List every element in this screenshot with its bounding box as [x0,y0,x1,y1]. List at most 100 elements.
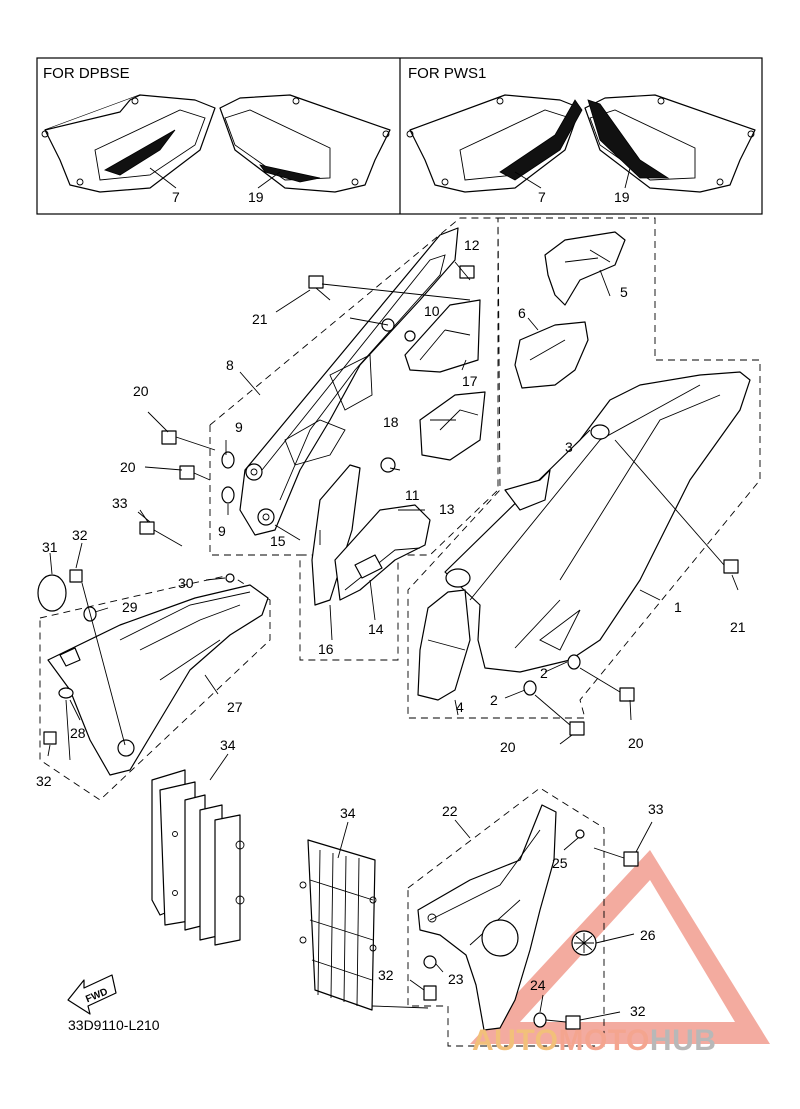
callout-32-b: 32 [36,773,52,789]
callout-19-pws1: 19 [614,189,630,205]
watermark-part-moto: MOTO [558,1024,650,1057]
emblem-26-icon [571,930,597,956]
callout-32-d: 32 [630,1003,646,1019]
radiator-louver-left [151,753,245,946]
callout-4: 4 [456,699,464,715]
bolt-20-c [579,667,635,702]
callout-10: 10 [424,303,440,319]
callout-19-dpbse: 19 [248,189,264,205]
watermark-text: AUTOMOTOHUB [472,1024,716,1058]
callout-13: 13 [439,501,455,517]
air-scoop-27 [47,584,269,776]
callout-32-a: 32 [72,527,88,543]
panel-17 [404,299,481,373]
variant-title-pws1: FOR PWS1 [408,65,486,82]
callout-25: 25 [552,855,568,871]
pws1-left-shroud [406,94,583,193]
grommet-11 [380,457,396,473]
pws1-right-shroud [584,94,756,193]
callout-2-b: 2 [490,692,498,708]
callout-20-b: 20 [120,459,136,475]
callout-23: 23 [448,971,464,987]
callout-33-lower: 33 [648,801,664,817]
callout-20-c: 20 [628,735,644,751]
shroud-22 [417,804,557,1031]
side-cover-left [239,227,459,536]
callout-29: 29 [122,599,138,615]
bolt-32-upper [69,569,83,583]
callout-9-a: 9 [235,419,243,435]
bolt-21-right [614,439,739,574]
side-cover-right [444,371,751,673]
callout-9-b: 9 [218,523,226,539]
callout-21-upper: 21 [252,311,268,327]
panel-5 [544,231,626,306]
bolt-32-right [545,1015,581,1030]
callout-34-b: 34 [340,805,356,821]
collar-23 [423,955,437,969]
bolt-32-lower [43,731,57,745]
callout-34-a: 34 [220,737,236,753]
callout-28: 28 [70,725,86,741]
callout-6: 6 [518,305,526,321]
callout-1: 1 [674,599,682,615]
panel-4 [417,589,471,701]
callout-20-d: 20 [500,739,516,755]
callout-20-a: 20 [133,383,149,399]
left-cover-group [137,217,499,661]
watermark-part-hub: HUB [649,1024,717,1057]
bolt-12 [459,265,475,279]
fwd-arrow-icon: FWD [67,974,117,1015]
callout-26: 26 [640,927,656,943]
callout-30: 30 [178,575,194,591]
callout-32-c: 32 [378,967,394,983]
callout-12: 12 [464,237,480,253]
collar-28 [58,687,74,699]
callout-2-a: 2 [540,665,548,681]
callout-21-right: 21 [730,619,746,635]
bolt-33-lower [593,847,639,867]
bolt-33-upper [139,521,183,547]
washers-2 [523,654,581,696]
callout-7-pws1: 7 [538,189,546,205]
lower-shroud-group [407,787,653,1047]
callout-16: 16 [318,641,334,657]
callout-numbers: 12 21 10 5 6 8 17 20 18 9 3 20 11 33 13 … [36,237,746,1019]
bolt-20-b [179,465,211,481]
radiator-louver-right [299,821,429,1011]
callout-14: 14 [368,621,384,637]
callout-22: 22 [442,803,458,819]
bolt-21-upper [308,275,331,301]
dpbse-right-shroud [219,94,391,193]
emblem-31 [37,574,67,612]
grommet-30 [225,573,235,583]
grommet-25 [575,829,585,839]
callout-3: 3 [565,439,573,455]
panel-18 [419,391,486,461]
callout-24: 24 [530,977,546,993]
variant-title-dpbse: FOR DPBSE [43,65,130,82]
right-cover-group [407,217,761,745]
washer-9 [221,451,235,504]
variant-box: FOR DPBSE FOR PWS1 7 19 [36,57,763,215]
callout-17: 17 [462,373,478,389]
watermark-part-auto: AUTO [472,1024,559,1057]
panel-13 [334,504,431,601]
diagram-code: 33D9110-L210 [68,1017,160,1033]
callout-31: 31 [42,539,58,555]
bolt-20-d [534,694,585,736]
callout-33-upper: 33 [112,495,128,511]
callout-18: 18 [383,414,399,430]
callout-11: 11 [405,487,420,503]
dpbse-left-shroud [41,94,216,193]
callout-15: 15 [270,533,286,549]
bolt-32-mid [423,985,437,1001]
callout-7-dpbse: 7 [172,189,180,205]
front-shroud-group [37,509,271,801]
bolt-20-a [161,430,216,451]
callout-27: 27 [227,699,243,715]
callout-8: 8 [226,357,234,373]
callout-5: 5 [620,284,628,300]
panel-6 [514,321,589,389]
